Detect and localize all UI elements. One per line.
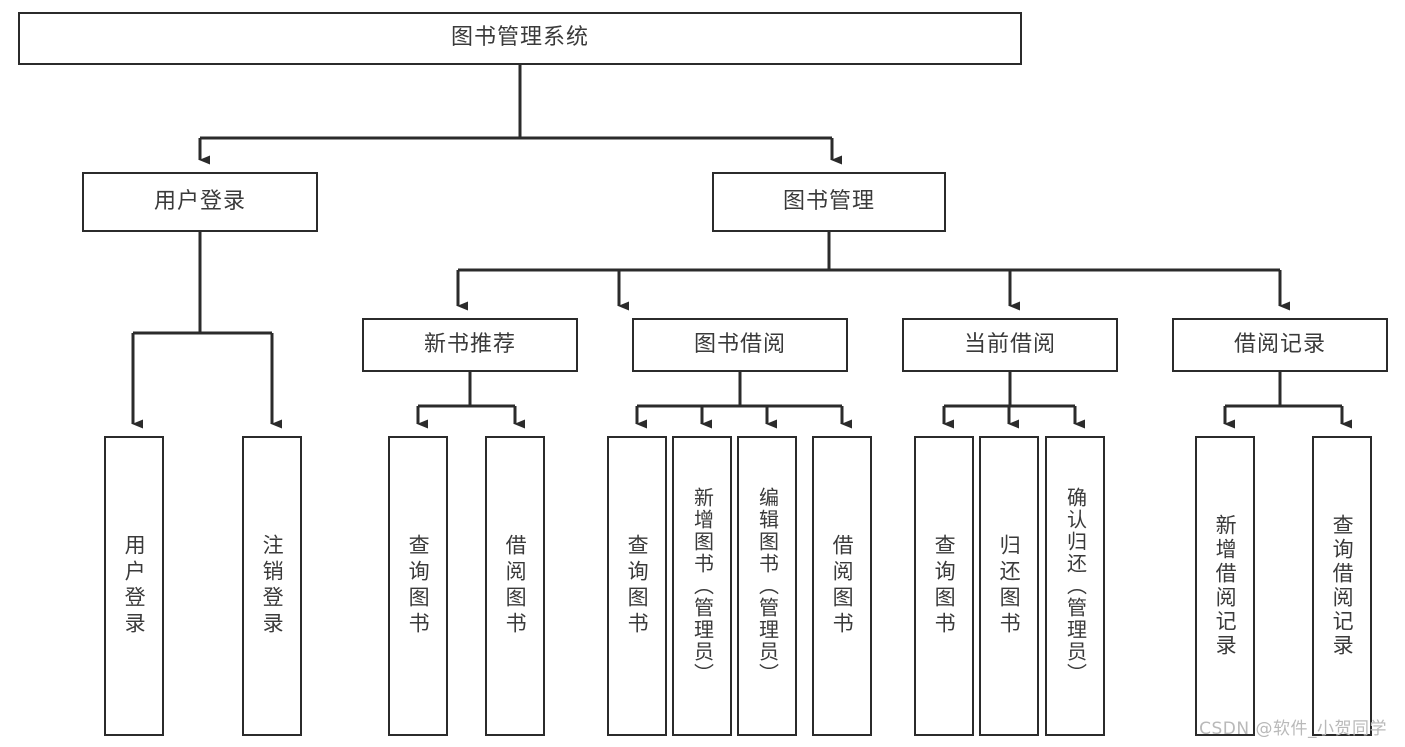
leaf-user-logout[interactable]: 注销登录 xyxy=(242,436,302,736)
leaf-borrow-add-book-admin-label: 新增图书（管理员） xyxy=(690,487,715,685)
leaf-borrow-borrow-book-label: 借阅图书 xyxy=(830,534,855,638)
node-new-book-recommend-label: 新书推荐 xyxy=(423,331,516,357)
leaf-user-login-label: 用户登录 xyxy=(122,534,147,638)
leaf-current-confirm-return-admin-label: 确认归还（管理员） xyxy=(1063,487,1088,685)
node-book-management[interactable]: 图书管理 xyxy=(712,172,946,232)
leaf-user-login[interactable]: 用户登录 xyxy=(104,436,164,736)
leaf-borrow-query-book[interactable]: 查询图书 xyxy=(607,436,667,736)
node-borrow-record-label: 借阅记录 xyxy=(1233,331,1326,357)
leaf-newbook-borrow-book[interactable]: 借阅图书 xyxy=(485,436,545,736)
node-new-book-recommend[interactable]: 新书推荐 xyxy=(362,318,578,372)
leaf-borrow-borrow-book[interactable]: 借阅图书 xyxy=(812,436,872,736)
node-current-borrow[interactable]: 当前借阅 xyxy=(902,318,1118,372)
leaf-current-return-book[interactable]: 归还图书 xyxy=(979,436,1039,736)
node-user-login[interactable]: 用户登录 xyxy=(82,172,318,232)
node-book-borrow-label: 图书借阅 xyxy=(693,331,786,357)
leaf-current-confirm-return-admin[interactable]: 确认归还（管理员） xyxy=(1045,436,1105,736)
node-borrow-record[interactable]: 借阅记录 xyxy=(1172,318,1388,372)
leaf-current-query-book-label: 查询图书 xyxy=(932,534,957,638)
leaf-newbook-query-book-label: 查询图书 xyxy=(406,534,431,638)
leaf-current-query-book[interactable]: 查询图书 xyxy=(914,436,974,736)
leaf-borrow-edit-book-admin-label: 编辑图书（管理员） xyxy=(755,487,780,685)
leaf-current-return-book-label: 归还图书 xyxy=(997,534,1022,638)
node-user-login-label: 用户登录 xyxy=(153,188,246,214)
leaf-borrow-add-book-admin[interactable]: 新增图书（管理员） xyxy=(672,436,732,736)
leaf-newbook-query-book[interactable]: 查询图书 xyxy=(388,436,448,736)
leaf-borrow-query-book-label: 查询图书 xyxy=(625,534,650,638)
leaf-record-add-record[interactable]: 新增借阅记录 xyxy=(1195,436,1255,736)
node-current-borrow-label: 当前借阅 xyxy=(963,331,1056,357)
leaf-record-query-record-label: 查询借阅记录 xyxy=(1330,514,1355,658)
leaf-newbook-borrow-book-label: 借阅图书 xyxy=(503,534,528,638)
leaf-borrow-edit-book-admin[interactable]: 编辑图书（管理员） xyxy=(737,436,797,736)
leaf-record-query-record[interactable]: 查询借阅记录 xyxy=(1312,436,1372,736)
node-book-borrow[interactable]: 图书借阅 xyxy=(632,318,848,372)
node-root-label: 图书管理系统 xyxy=(450,25,589,51)
node-root[interactable]: 图书管理系统 xyxy=(18,12,1022,65)
node-book-management-label: 图书管理 xyxy=(782,188,875,214)
leaf-user-logout-label: 注销登录 xyxy=(260,534,285,638)
leaf-record-add-record-label: 新增借阅记录 xyxy=(1213,514,1238,658)
